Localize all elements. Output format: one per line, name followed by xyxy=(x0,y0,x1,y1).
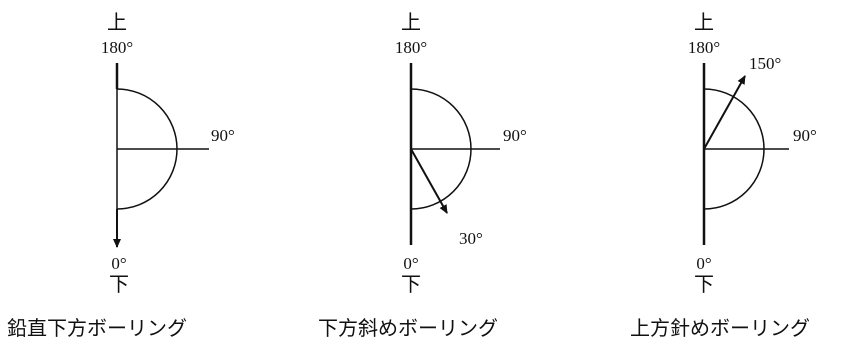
arrow-angle-label: 150° xyxy=(749,54,781,73)
half-circle xyxy=(116,88,178,210)
right-angle-label: 90° xyxy=(793,126,817,145)
top-angle-label: 180° xyxy=(395,38,427,57)
bottom-angle-label: 0° xyxy=(696,254,711,273)
right-angle-label: 90° xyxy=(211,126,235,145)
bottom-label: 下 xyxy=(109,274,129,296)
top-label: 上 xyxy=(694,11,714,34)
caption-inclined-upward: 上方針めボーリング xyxy=(630,316,810,340)
top-label: 上 xyxy=(401,11,421,34)
top-angle-label: 180° xyxy=(101,38,133,57)
bottom-label: 下 xyxy=(401,274,421,296)
bottom-angle-label: 0° xyxy=(111,254,126,273)
diagram-inclined-downward: 上 180° 90° 30° 0° 下 xyxy=(395,11,527,296)
right-angle-label: 90° xyxy=(503,126,527,145)
boring-direction-arrow xyxy=(410,148,448,214)
caption-inclined-downward: 下方斜めボーリング xyxy=(318,316,498,340)
boring-direction-arrow xyxy=(703,75,746,150)
arrow-angle-label: 30° xyxy=(459,229,483,248)
bottom-label: 下 xyxy=(694,274,714,296)
diagram-vertical-downward: 上 180° 90° 0° 下 xyxy=(101,11,235,296)
diagram-inclined-upward: 上 180° 90° 150° 0° 下 xyxy=(688,11,817,296)
bottom-angle-label: 0° xyxy=(403,254,418,273)
caption-vertical-downward: 鉛直下方ボーリング xyxy=(7,316,187,340)
top-label: 上 xyxy=(107,11,127,34)
top-angle-label: 180° xyxy=(688,38,720,57)
